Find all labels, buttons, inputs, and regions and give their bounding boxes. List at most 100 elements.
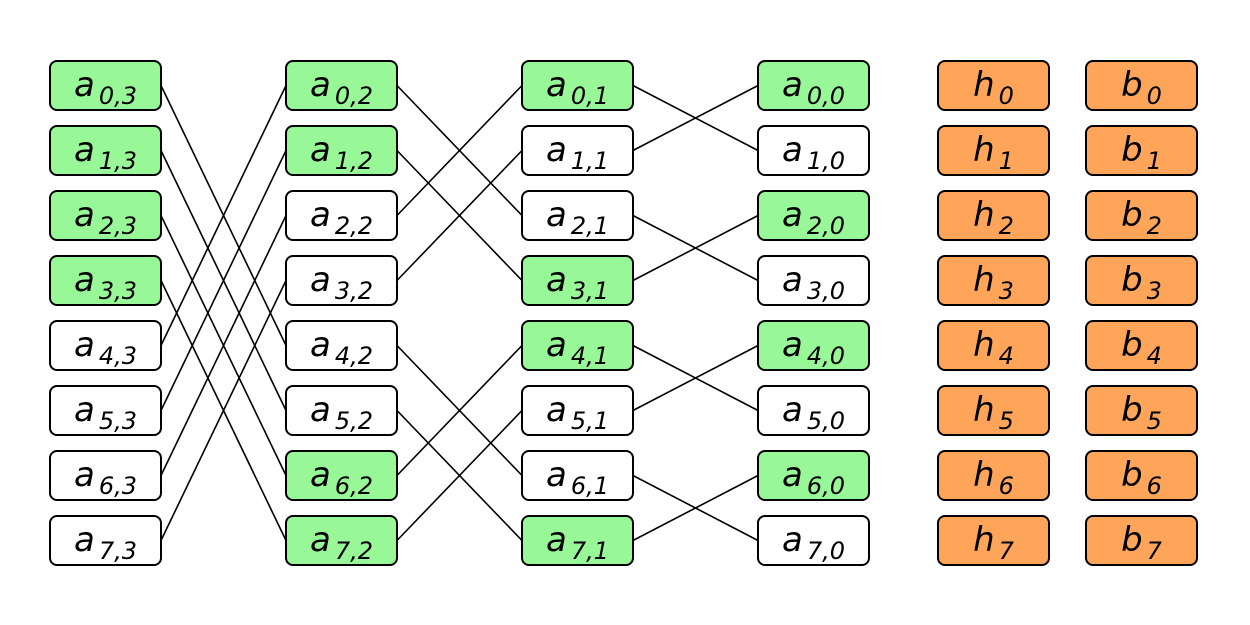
cell-h-6-subscript: 6: [999, 472, 1014, 500]
cell-a-5-0-var: a: [782, 390, 803, 430]
cell-h-1-subscript: 1: [999, 147, 1014, 175]
cell-a-1-2-subscript: 1,2: [335, 147, 373, 175]
cell-a-4-2-subscript: 4,2: [335, 342, 373, 370]
cell-a-7-1-subscript: 7,1: [571, 537, 609, 565]
cell-h-7-var: h: [973, 520, 995, 560]
wire-stage2-7-to-5: [396, 409, 523, 542]
cell-a-6-1-var: a: [546, 455, 567, 495]
cell-b-2-subscript: 2: [1147, 212, 1162, 240]
cell-b-3-box: [1085, 255, 1198, 306]
cell-a-0-2-box: [285, 60, 398, 111]
cell-a-1-3-subscript: 1,3: [99, 147, 137, 175]
cell-a-0-1-box: [521, 60, 634, 111]
cell-a-5-3-box: [49, 385, 162, 436]
cell-a-2-2-subscript: 2,2: [335, 212, 373, 240]
cell-a-4-1-var: a: [546, 325, 567, 365]
cell-b-4-var: b: [1121, 325, 1143, 365]
cell-a-3-1-var: a: [546, 260, 567, 300]
cell-a-2-1-subscript: 2,1: [571, 212, 609, 240]
cell-a-4-1-box: [521, 320, 634, 371]
cell-a-5-2-subscript: 5,2: [335, 407, 373, 435]
cell-a-2-2-box: [285, 190, 398, 241]
cell-a-0-0-box: [757, 60, 870, 111]
cell-b-0-subscript: 0: [1147, 82, 1162, 110]
cell-b-3-var: b: [1121, 260, 1143, 300]
cell-h-3-subscript: 3: [999, 277, 1014, 305]
cell-a-2-3-box: [49, 190, 162, 241]
cell-a-2-3-var: a: [74, 195, 95, 235]
cell-a-3-2-var: a: [310, 260, 331, 300]
cell-h-0-var: h: [973, 65, 995, 105]
wire-stage2-3-to-1: [396, 149, 523, 282]
cell-a-6-3-subscript: 6,3: [99, 472, 137, 500]
cell-a-4-0-var: a: [782, 325, 803, 365]
cell-a-2-3-subscript: 2,3: [99, 212, 137, 240]
cell-a-1-1-var: a: [546, 130, 567, 170]
cell-h-1-box: [937, 125, 1050, 176]
cell-a-5-2-var: a: [310, 390, 331, 430]
cell-h-0-subscript: 0: [999, 82, 1014, 110]
cell-a-6-0-subscript: 6,0: [807, 472, 845, 500]
cell-h-6-box: [937, 450, 1050, 501]
cell-a-0-2-var: a: [310, 65, 331, 105]
cell-a-5-0-box: [757, 385, 870, 436]
cell-b-2-box: [1085, 190, 1198, 241]
cell-b-1-box: [1085, 125, 1198, 176]
cell-a-1-3-box: [49, 125, 162, 176]
wire-stage3-7-to-6: [632, 474, 759, 542]
cell-a-3-1-subscript: 3,1: [571, 277, 609, 305]
cell-a-2-0-box: [757, 190, 870, 241]
wire-stage2-2-to-0: [396, 84, 523, 217]
cell-a-7-1-box: [521, 515, 634, 566]
cell-a-4-1-subscript: 4,1: [571, 342, 609, 370]
cell-b-7-var: b: [1121, 520, 1143, 560]
cell-a-3-0-box: [757, 255, 870, 306]
cell-b-4-subscript: 4: [1147, 342, 1162, 370]
cell-a-0-3-var: a: [74, 65, 95, 105]
cell-a-4-0-subscript: 4,0: [807, 342, 845, 370]
cell-a-0-2-subscript: 0,2: [335, 82, 373, 110]
cell-h-6-var: h: [973, 455, 995, 495]
cell-a-6-0-var: a: [782, 455, 803, 495]
cell-h-2-subscript: 2: [999, 212, 1014, 240]
cell-h-2-var: h: [973, 195, 995, 235]
cell-b-6-subscript: 6: [1147, 472, 1162, 500]
cell-a-2-0-var: a: [782, 195, 803, 235]
cell-b-3-subscript: 3: [1147, 277, 1162, 305]
